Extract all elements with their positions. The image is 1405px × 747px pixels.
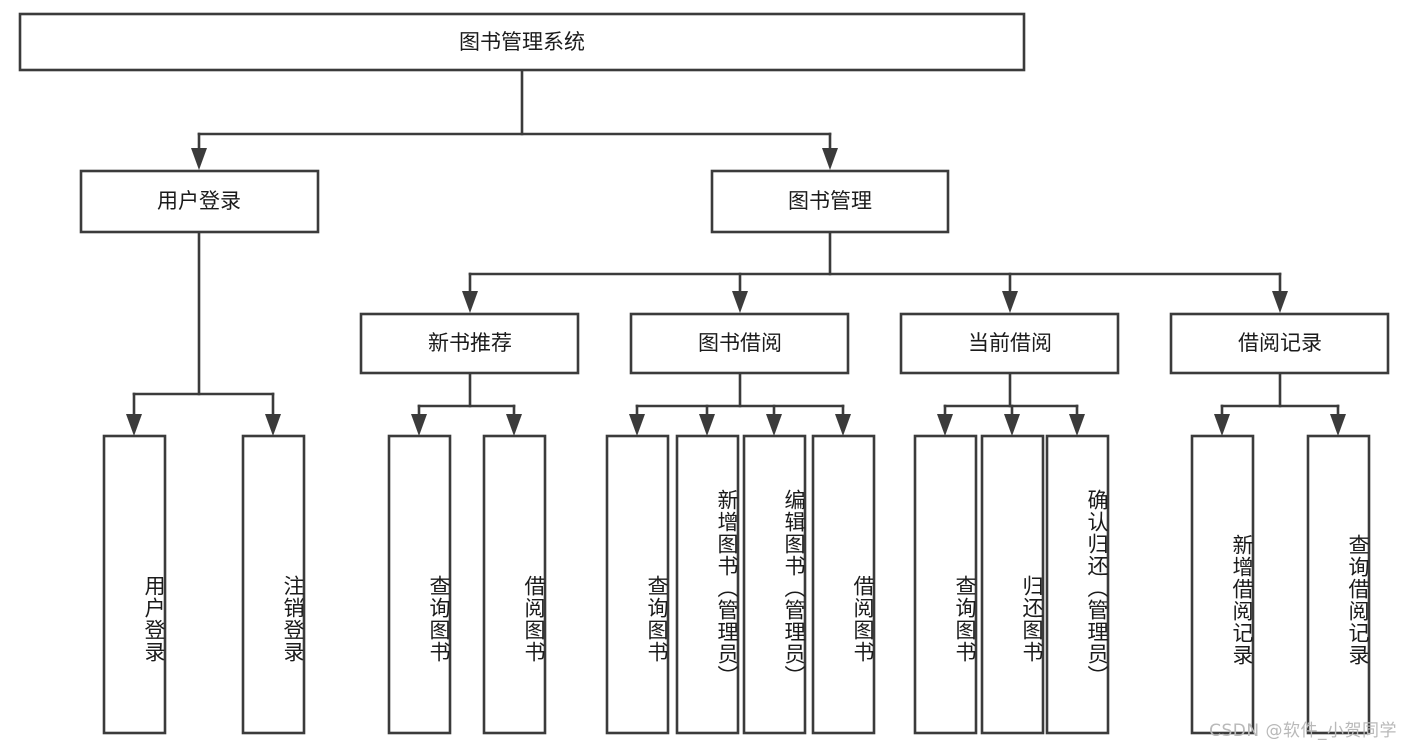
arrow-head-leaf-query-record [1330, 414, 1346, 436]
node-book-borrow-box[interactable] [629, 312, 850, 375]
arrow-head-leaf-add-record [1214, 414, 1230, 436]
node-current-borrow-label: 当前借阅 [968, 331, 1052, 355]
node-leaf-logout-box[interactable] [241, 434, 306, 735]
arrow-head-leaf-query-book-3 [937, 414, 953, 436]
arrow-head-leaf-logout [265, 414, 281, 436]
arrow-head-leaf-confirm-return [1069, 414, 1085, 436]
node-borrow-record-box[interactable] [1169, 312, 1390, 375]
arrow-head-leaf-return-book [1004, 414, 1020, 436]
node-leaf-borrow-book-1-box[interactable] [482, 434, 547, 735]
arrow-head-leaf-query-book-2 [629, 414, 645, 436]
arrow-head-book-manage [822, 148, 838, 170]
node-leaf-query-book-3-box[interactable] [913, 434, 978, 735]
node-leaf-query-record-box[interactable] [1306, 434, 1371, 735]
arrow-head-leaf-edit-book [766, 414, 782, 436]
node-borrow-record-label: 借阅记录 [1238, 331, 1322, 355]
node-leaf-query-book-2-box[interactable] [605, 434, 670, 735]
node-leaf-return-book-box[interactable] [980, 434, 1045, 735]
arrow-head-current-borrow [1002, 291, 1018, 313]
node-user-login-box[interactable] [79, 169, 320, 234]
node-book-manage-label: 图书管理 [788, 189, 872, 213]
node-new-book-recommend-box[interactable] [359, 312, 580, 375]
connector-layer [126, 68, 1346, 436]
arrow-head-leaf-borrow-book-1 [506, 414, 522, 436]
csdn-watermark: CSDN @软件_小贺同学 [1209, 721, 1397, 741]
arrow-head-leaf-query-book-1 [411, 414, 427, 436]
node-book-manage-box[interactable] [710, 169, 950, 234]
node-leaf-user-login-box[interactable] [102, 434, 167, 735]
arrow-head-borrow-record [1272, 291, 1288, 313]
node-user-login-label: 用户登录 [157, 189, 241, 213]
arrow-head-leaf-user-login [126, 414, 142, 436]
arrow-head-new-book-recommend [462, 291, 478, 313]
node-layer: 图书管理系统 用户登录 图书管理 新书推荐 图书借阅 当前借阅 借阅记录 [18, 12, 1390, 735]
node-leaf-query-book-1-box[interactable] [387, 434, 452, 735]
node-leaf-add-book-box[interactable] [675, 434, 740, 735]
arrow-head-book-borrow [732, 291, 748, 313]
node-current-borrow-box[interactable] [899, 312, 1120, 375]
node-leaf-confirm-return-box[interactable] [1045, 434, 1110, 735]
arrow-head-user-login [191, 148, 207, 170]
node-root-label: 图书管理系统 [459, 30, 585, 54]
arrow-head-leaf-borrow-book-2 [835, 414, 851, 436]
node-book-borrow-label: 图书借阅 [698, 331, 782, 355]
node-leaf-edit-book-box[interactable] [742, 434, 807, 735]
node-new-book-recommend-label: 新书推荐 [428, 331, 512, 355]
node-root-box[interactable] [18, 12, 1026, 72]
node-leaf-borrow-book-2-box[interactable] [811, 434, 876, 735]
node-leaf-add-record-box[interactable] [1190, 434, 1255, 735]
arrow-head-leaf-add-book [699, 414, 715, 436]
